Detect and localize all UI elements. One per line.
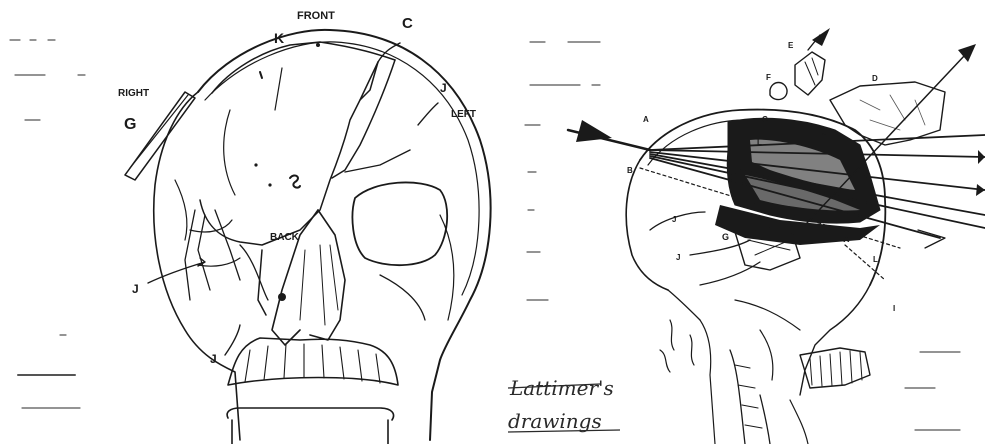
caption-line-1: Lattimer's bbox=[509, 376, 614, 400]
label-j-left-right: J bbox=[672, 215, 676, 224]
label-k: K bbox=[274, 30, 284, 46]
label-j-top-left: J bbox=[440, 81, 447, 95]
label-l-right: L bbox=[873, 255, 878, 264]
label-back: BACK bbox=[270, 232, 300, 243]
label-e: E bbox=[788, 41, 794, 50]
label-left-side: LEFT bbox=[451, 109, 476, 120]
label-j-top-right: J bbox=[822, 128, 826, 137]
right-skull-diagram: A B C D E F G H I J J J K L L bbox=[568, 28, 985, 444]
label-j-bottom: J bbox=[210, 352, 217, 366]
label-c-left: C bbox=[402, 15, 413, 32]
handwritten-caption: Lattimer's drawings bbox=[508, 376, 620, 433]
label-right: RIGHT bbox=[118, 88, 149, 99]
label-k-right: K bbox=[843, 234, 850, 244]
label-j-mid-right: J bbox=[676, 253, 680, 262]
label-b: B bbox=[627, 166, 633, 175]
upper-jaw bbox=[228, 338, 398, 385]
label-a: A bbox=[643, 115, 649, 124]
fragment-d bbox=[830, 82, 945, 145]
label-f: F bbox=[766, 73, 771, 82]
fragment-f bbox=[770, 83, 787, 100]
label-l-top: L bbox=[757, 138, 762, 147]
label-j-left: J bbox=[132, 282, 139, 296]
label-g-left: G bbox=[124, 116, 136, 133]
label-d: D bbox=[872, 74, 878, 83]
eye-socket bbox=[352, 182, 447, 265]
label-g-right: G bbox=[722, 232, 729, 242]
left-skull-diagram: FRONT K C RIGHT G J LEFT BACK J J bbox=[118, 10, 491, 444]
caption-line-2: drawings bbox=[508, 409, 602, 433]
label-front: FRONT bbox=[297, 10, 335, 22]
label-h: H bbox=[858, 158, 864, 167]
label-i: I bbox=[893, 304, 895, 313]
label-c-right: C bbox=[762, 115, 768, 124]
